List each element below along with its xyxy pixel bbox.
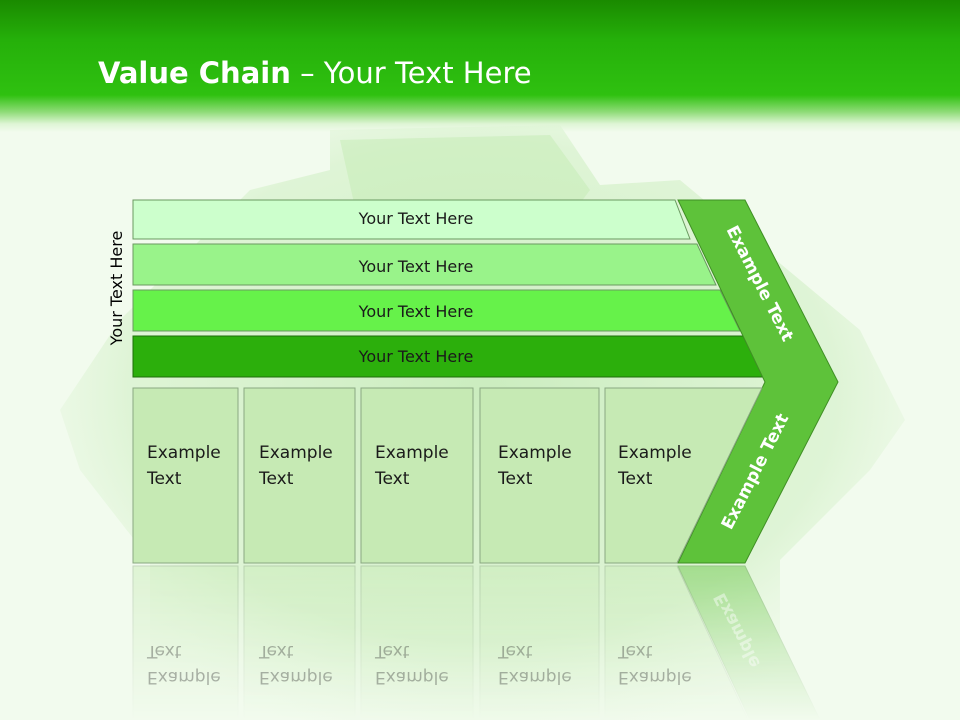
activity-box-3 [360, 387, 474, 564]
slide-title: Value Chain – Your Text Here [98, 55, 532, 91]
reflection-box-3 [360, 565, 474, 720]
reflection-text: Example Text Example Text Example Text E… [146, 641, 692, 687]
reflection-box-3-line2: Text [374, 641, 410, 661]
activity-box-5-line2: Text [617, 469, 653, 489]
activity-box-1-line2: Text [146, 469, 182, 489]
diagram-reflection [132, 565, 821, 720]
reflection-box-2-line1: Example [259, 667, 333, 687]
title-bold: Value Chain [98, 56, 291, 90]
activity-box-4-line1: Example [498, 443, 572, 463]
reflection-box-1 [132, 565, 239, 720]
reflection-box-4-line1: Example [498, 667, 572, 687]
bar-2 [132, 243, 717, 286]
reflection-box-4 [479, 565, 600, 720]
activity-box-3-line1: Example [375, 443, 449, 463]
reflection-box-1-line2: Text [146, 641, 182, 661]
activity-box-4 [479, 387, 600, 564]
bar-1 [132, 199, 691, 240]
reflection-box-3-line1: Example [375, 667, 449, 687]
activity-box-2 [243, 387, 356, 564]
activity-boxes: Example Text Example Text Example Text E… [132, 387, 763, 564]
activity-box-2-line2: Text [258, 469, 294, 489]
activity-box-3-line2: Text [374, 469, 410, 489]
side-label: Your Text Here [107, 231, 126, 347]
reflection-box-5-line1: Example [618, 667, 692, 687]
reflection-box-5 [604, 565, 749, 720]
reflection-box-2 [243, 565, 356, 720]
activity-box-1 [132, 387, 239, 564]
activity-box-5 [604, 387, 763, 564]
activity-box-1-line1: Example [147, 443, 221, 463]
title-rest: – Your Text Here [290, 56, 532, 90]
bar-3 [132, 289, 741, 332]
support-bars: Your Text Here Your Text Here Your Text … [132, 199, 765, 378]
header-banner [0, 0, 960, 132]
value-chain-arrow [677, 199, 839, 564]
reflection-box-2-line2: Text [258, 641, 294, 661]
bar-1-label: Your Text Here [358, 209, 474, 228]
bar-3-label: Your Text Here [358, 302, 474, 321]
bar-2-label: Your Text Here [358, 257, 474, 276]
activity-box-4-line2: Text [497, 469, 533, 489]
reflection-box-5-line2: Text [617, 641, 653, 661]
activity-box-5-line1: Example [618, 443, 692, 463]
activity-box-2-line1: Example [259, 443, 333, 463]
reflection-box-1-line1: Example [147, 667, 221, 687]
reflection-box-4-line2: Text [497, 641, 533, 661]
bar-4-label: Your Text Here [358, 347, 474, 366]
reflection-arrow [677, 565, 821, 720]
